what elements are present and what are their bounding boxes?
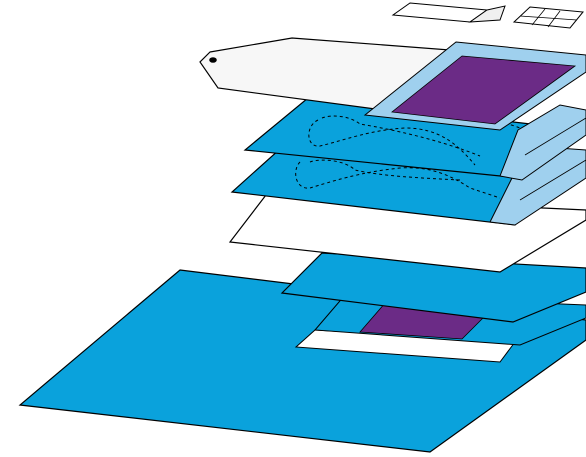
package-left [391,2,489,23]
blue-sheet-upper-dashed-contour-2 [321,115,481,157]
small-packages-layer [391,2,584,29]
blue-sheet-lower-dashed-contour [295,161,501,199]
tab-sheet-hole [209,57,217,63]
package-right [512,6,584,29]
medium-blue-sheet-layer [280,252,586,323]
package-left-flap [468,5,506,23]
blue-sheet-upper-dashed-contour [308,119,476,166]
blue-sheet-upper-pouch-fold [524,117,586,156]
tab-sheet-layer [199,37,586,131]
blue-sheet-lower-dashed-contour-2 [309,159,461,181]
blue-sheet-upper-pouch [499,104,586,181]
blue-sheet-lower-pouch-fold [519,159,586,201]
purple-window-panel [391,55,577,125]
blue-sheet-upper-layer [243,97,586,181]
package-right-detail [519,8,578,28]
medium-blue-sheet [280,252,586,323]
